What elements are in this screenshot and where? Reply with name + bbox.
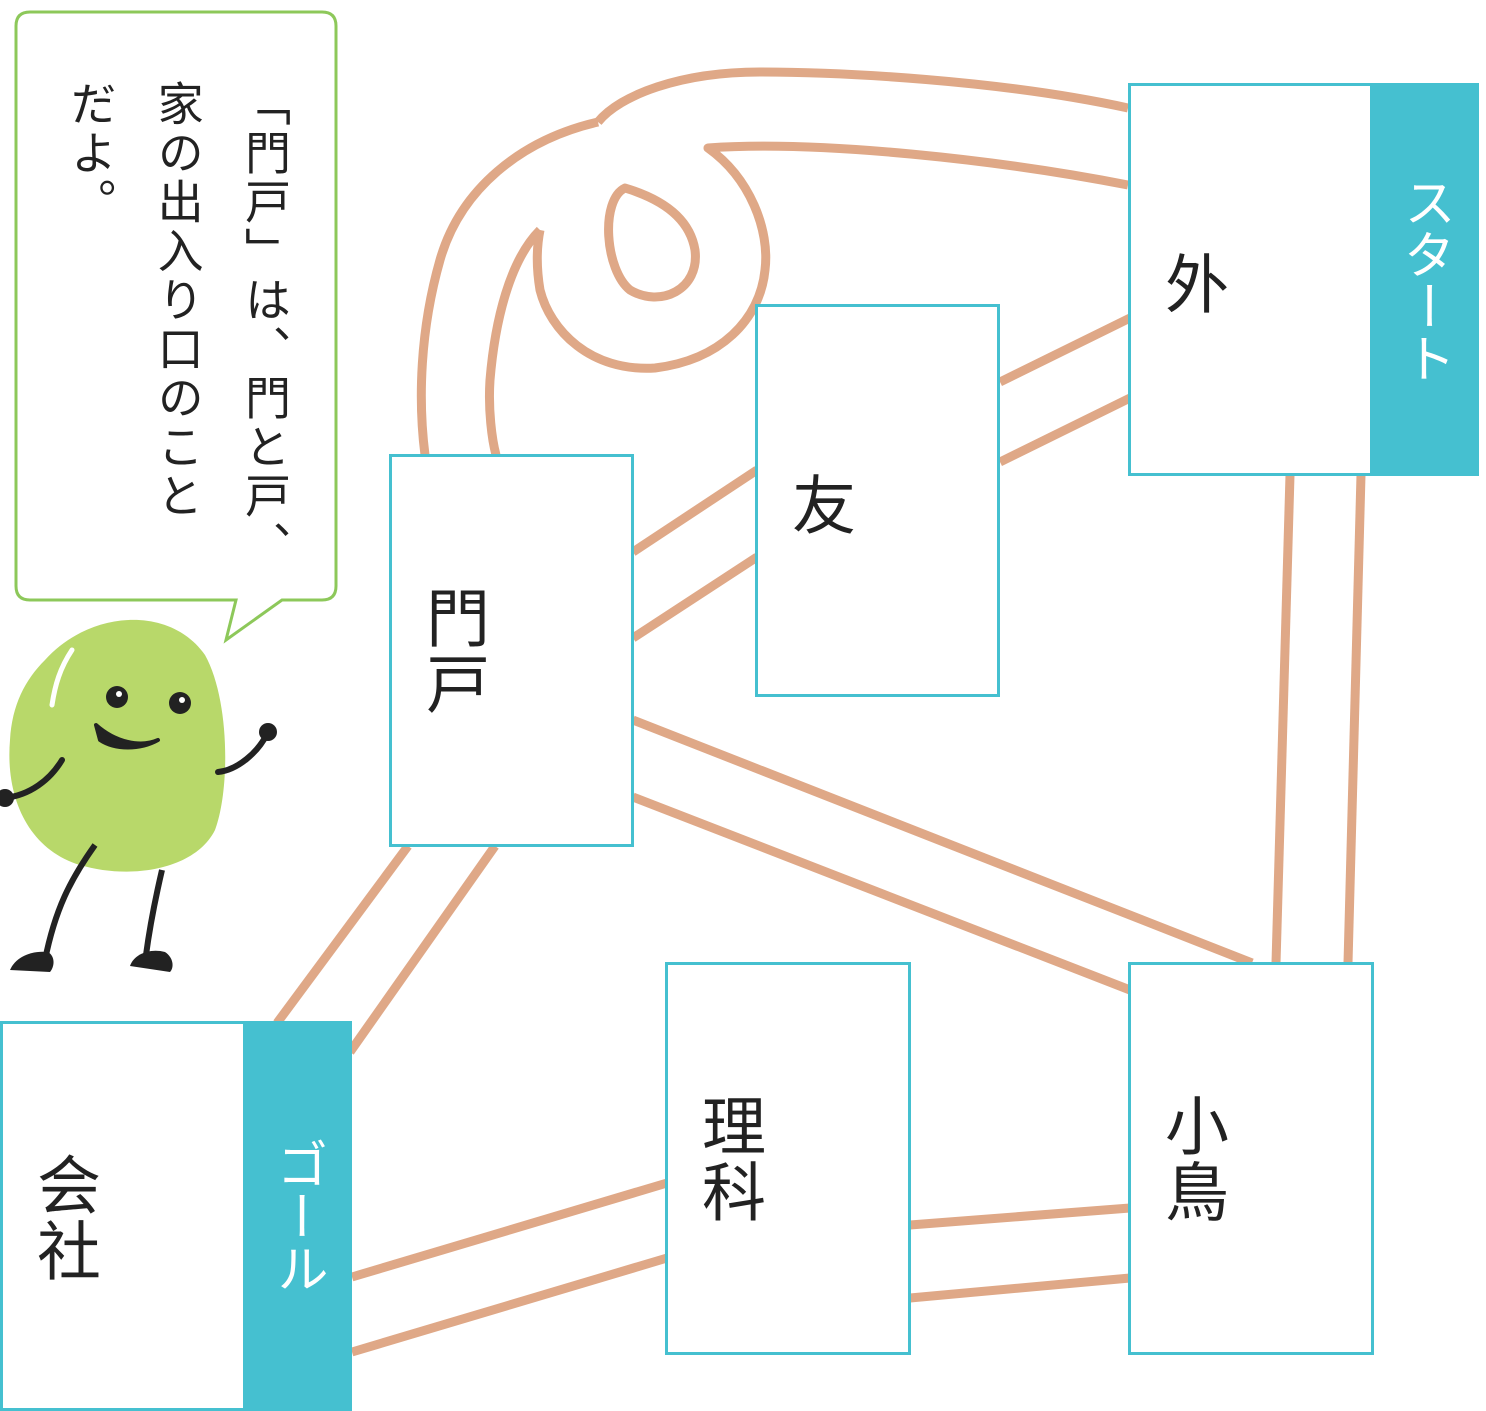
card-word-monko: 門戸 [415,585,489,717]
bubble-line-3: だよ。 [63,80,118,227]
card-word-soto: 外 [1154,251,1228,317]
path-soto-kotori-a [1271,474,1295,964]
bubble-line-1: 「門戸」は、門と戸、 [238,80,292,570]
path-monko-kaisha-a [273,843,412,1026]
card-word-kaisha: 会社 [26,1152,100,1284]
path-monko-kotori-b [631,792,1132,995]
card-soto: 外 [1128,83,1373,476]
card-monko: 門戸 [389,454,634,847]
card-word-kotori: 小鳥 [1154,1093,1228,1225]
card-kaisha: 会社 [0,1021,246,1411]
green-bean-mascot-icon [0,619,277,972]
goal-label: ゴール [243,1021,352,1411]
card-word-tomo: 友 [781,472,855,538]
path-soto-tomo-b [998,393,1132,467]
path-monko-kotori-a [631,715,1254,968]
card-word-rika: 理科 [691,1093,765,1225]
path-outer-left [416,117,600,456]
speech-bubble-text: 「門戸」は、門と戸、 家の出入り口のこと だよ。 [48,80,308,580]
path-inner-left [484,226,544,457]
card-kotori: 小鳥 [1128,962,1374,1355]
path-tomo-monko-b [630,553,760,642]
card-tomo: 友 [755,304,1000,697]
path-kotori-rika-a [909,1203,1131,1230]
path-monko-kaisha-b [346,843,499,1055]
path-soto-kotori-b [1343,474,1366,964]
path-tomo-monko-a [630,466,760,556]
path-kotori-rika-b [909,1273,1131,1303]
path-rika-kaisha-b [350,1253,669,1357]
speech-bubble [14,10,338,644]
path-soto-tomo-a [998,313,1132,387]
path-rika-kaisha-a [350,1178,669,1282]
maze-paths [273,67,1366,1357]
start-label: スタート [1371,83,1479,476]
bubble-line-2: 家の出入り口のこと [150,80,205,521]
card-rika: 理科 [665,962,911,1355]
path-outer-top [594,67,1129,125]
path-inner-top [532,141,1129,373]
path-loop [604,183,700,302]
